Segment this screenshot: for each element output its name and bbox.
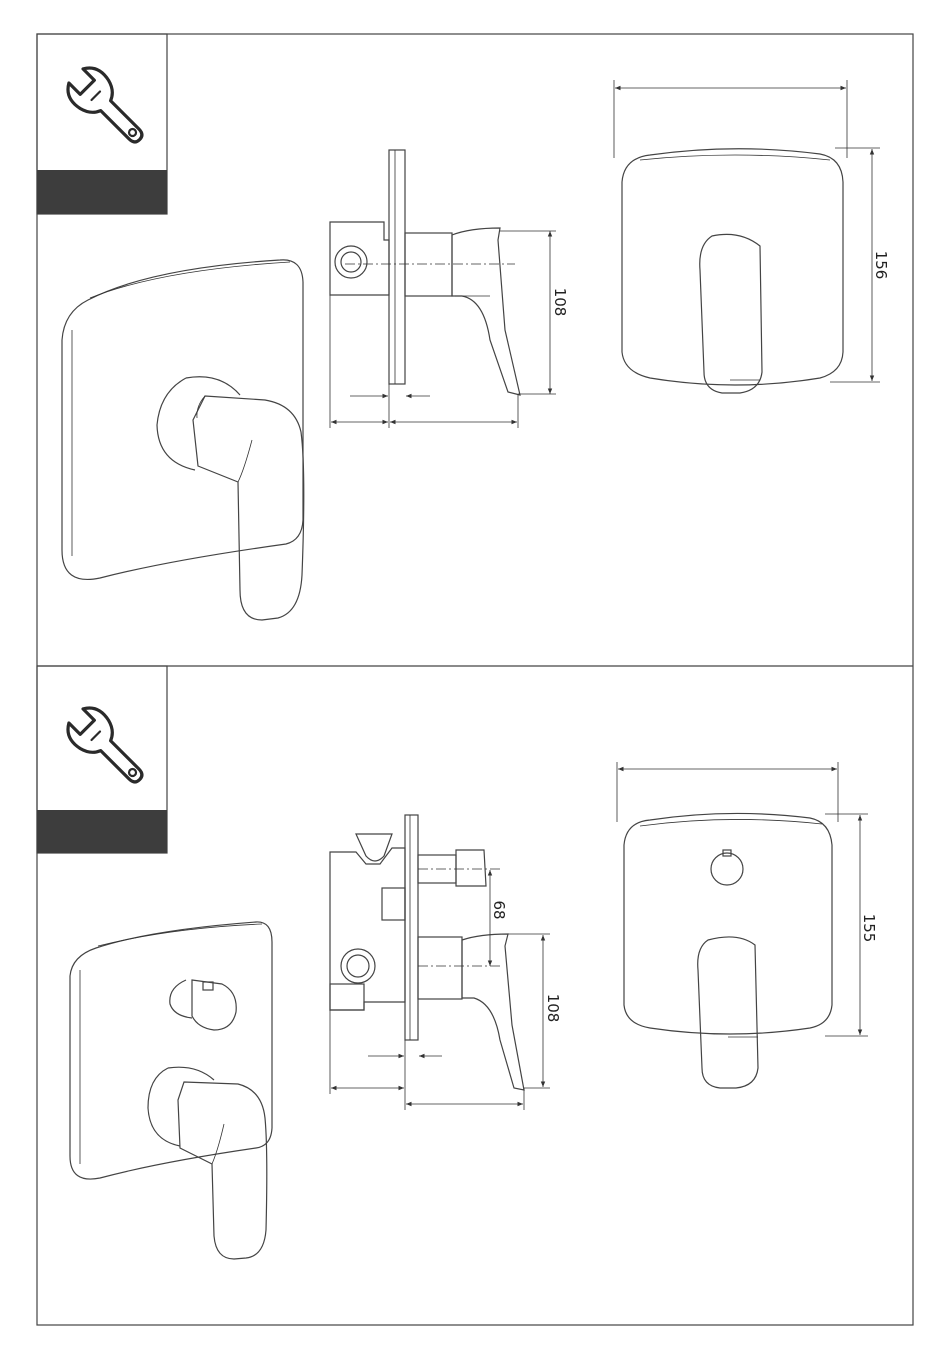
label-band-2 [37, 810, 167, 853]
wrench-icon [61, 701, 154, 794]
dimension-handle-height: 108 [551, 288, 569, 317]
label-band-1 [37, 170, 167, 214]
front-view-1: 156 [614, 80, 890, 393]
front-view-2: 155 [617, 762, 878, 1088]
side-view-2: 68 108 [330, 815, 562, 1110]
dimension-plate-height: 156 [872, 251, 890, 280]
side-view-1: 108 [330, 150, 569, 428]
section-1: 108 156 [37, 34, 890, 620]
dimension-spindle-spacing: 68 [490, 900, 508, 919]
page-frame [37, 34, 913, 1325]
wrench-icon [61, 61, 154, 154]
icon-box-2 [37, 666, 167, 853]
dimension-handle-height: 108 [544, 994, 562, 1023]
perspective-view-2 [70, 922, 272, 1259]
section-2: 68 108 [37, 666, 878, 1259]
dimension-plate-height: 155 [860, 914, 878, 943]
icon-box-1 [37, 34, 167, 214]
perspective-view-1 [62, 260, 304, 620]
